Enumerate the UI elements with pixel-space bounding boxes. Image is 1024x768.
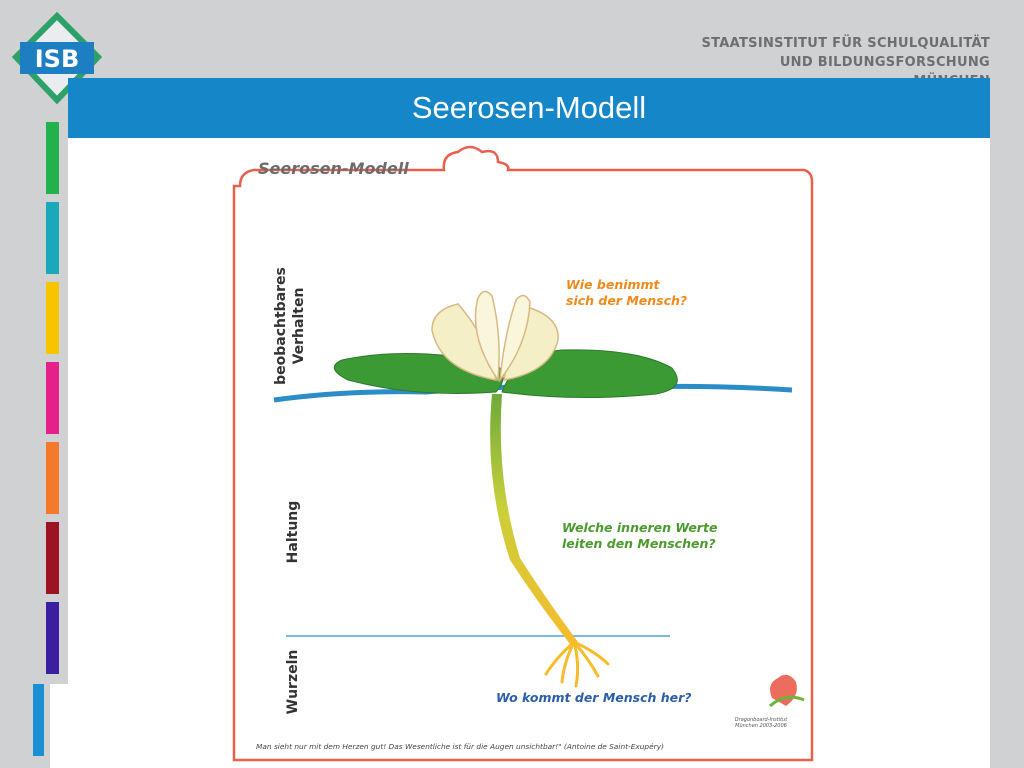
question-origin: Wo kommt der Mensch her?: [496, 690, 692, 705]
figure-title: Seerosen-Modell: [258, 159, 409, 178]
color-bar-darkred: [46, 522, 59, 594]
label-attitude: Haltung: [285, 500, 301, 564]
slide-content: [68, 120, 990, 768]
label-behavior: beobachtbares Verhalten: [272, 266, 312, 386]
color-bar-orange: [46, 442, 59, 514]
institute-line-2: UND BILDUNGSFORSCHUNG: [779, 55, 990, 70]
color-bars: [46, 122, 59, 682]
slide-title-bar: Seerosen-Modell: [68, 78, 990, 138]
dragonboard-badge: [769, 674, 805, 708]
label-behavior-line-2: Verhalten: [291, 287, 307, 365]
question-behavior-line-2: sich der Mensch?: [566, 293, 688, 308]
isb-logo: ISB: [10, 11, 104, 106]
content-edge: [50, 684, 68, 768]
blue-accent-bar: [33, 684, 44, 756]
color-bar-yellow: [46, 282, 59, 354]
color-bar-green: [46, 122, 59, 194]
question-behavior: Wie benimmt sich der Mensch?: [566, 277, 687, 309]
seerosen-figure: [232, 145, 814, 762]
label-roots: Wurzeln: [285, 649, 301, 715]
badge-line-1: Dragonboard-Institut: [734, 717, 788, 723]
institute-name: STAATSINSTITUT FÜR SCHULQUALITÄT UND BIL…: [701, 34, 990, 82]
label-behavior-line-1: beobachtbares: [273, 267, 289, 385]
badge-text: Dragonboard-Institut München 2003-2006: [726, 717, 796, 729]
figure-frame: [232, 145, 814, 762]
question-values-line-1: Welche inneren Werte: [562, 520, 718, 535]
lily-petal-center-right: [499, 294, 531, 383]
question-values: Welche inneren Werte leiten den Menschen…: [562, 520, 717, 552]
lily-stem: [490, 394, 578, 644]
lily-roots: [544, 640, 610, 688]
question-behavior-line-1: Wie benimmt: [566, 277, 660, 292]
lily-petal-center: [474, 290, 500, 383]
saint-exupery-quote: Man sieht nur mit dem Herzen gut! Das We…: [256, 742, 664, 751]
question-values-line-2: leiten den Menschen?: [562, 536, 716, 551]
color-bar-teal: [46, 202, 59, 274]
color-bar-magenta: [46, 362, 59, 434]
badge-line-2: München 2003-2006: [735, 723, 787, 729]
institute-line-1: STAATSINSTITUT FÜR SCHULQUALITÄT: [701, 36, 990, 51]
slide-title: Seerosen-Modell: [411, 90, 647, 125]
logo-text: ISB: [35, 45, 80, 73]
color-bar-indigo: [46, 602, 59, 674]
